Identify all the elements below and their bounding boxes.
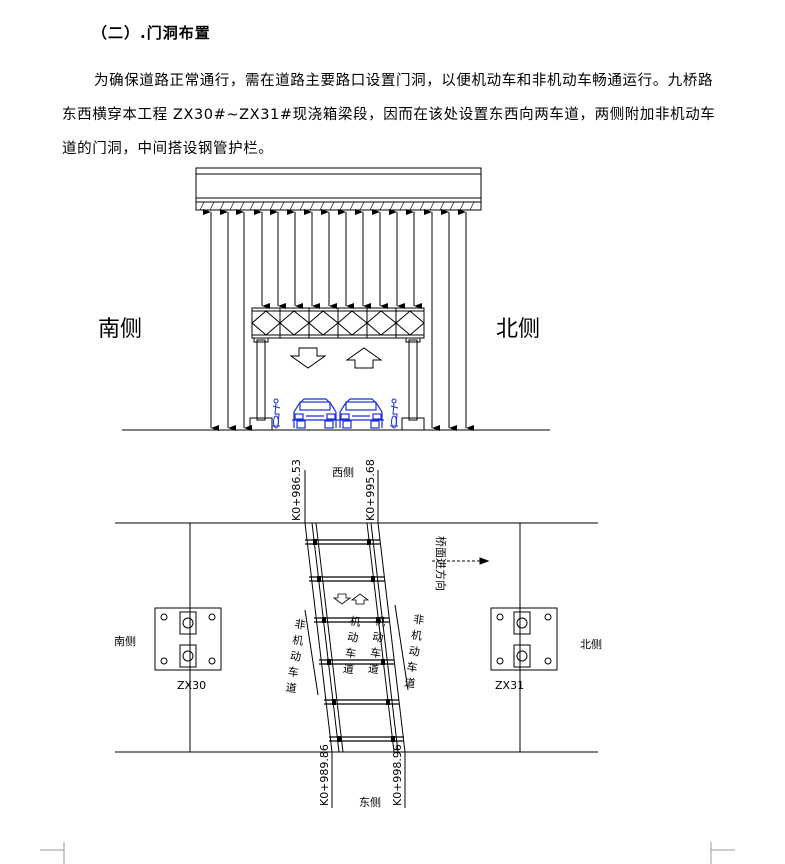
svg-text:非: 非	[294, 618, 307, 632]
bridge-direction-arrow	[432, 557, 490, 565]
scaffold-posts-outer	[203, 209, 474, 431]
plan-west-label: 西侧	[332, 466, 354, 479]
svg-text:动: 动	[408, 644, 421, 658]
svg-text:机: 机	[374, 613, 387, 628]
svg-text:道: 道	[403, 675, 416, 690]
plan-east-label: 东侧	[359, 796, 381, 809]
svg-text:机: 机	[291, 632, 304, 647]
car-icon-right	[338, 398, 384, 429]
skewed-gate-strip	[304, 470, 406, 808]
svg-text:车: 车	[287, 664, 300, 679]
svg-text:动: 动	[372, 630, 385, 644]
nonmotor-lane-left-label: 非 机 动 车 道	[285, 618, 307, 696]
station-bottom-right: K0+998.96	[391, 744, 404, 806]
formwork-hatch	[199, 201, 475, 211]
svg-text:机: 机	[410, 628, 423, 643]
plan-traffic-arrows	[332, 593, 370, 605]
svg-text:车: 车	[344, 645, 357, 660]
svg-text:动: 动	[346, 630, 359, 644]
nonmotor-fence-lines	[304, 604, 409, 696]
plan-north-label: 北侧	[580, 638, 602, 651]
svg-text:车: 车	[369, 645, 382, 660]
scaffold-posts-inner	[254, 209, 422, 309]
steel-truss	[251, 307, 425, 339]
svg-text:车: 车	[406, 659, 419, 674]
cyclist-icon-right	[390, 398, 399, 429]
plan-south-label: 南侧	[114, 635, 136, 648]
elevation-south-label: 南侧	[98, 317, 142, 342]
svg-text:非: 非	[412, 613, 425, 627]
cyclist-icon-left	[272, 398, 281, 429]
svg-text:道: 道	[285, 680, 298, 695]
car-icon-left	[292, 398, 338, 429]
station-top-left: K0+986.53	[290, 459, 303, 521]
svg-text:动: 动	[289, 649, 302, 663]
nonmotor-lane-right-label: 非 机 动 车 道	[403, 613, 425, 691]
pier-zx31	[490, 607, 558, 671]
svg-text:机: 机	[349, 614, 362, 629]
post-markers	[313, 539, 395, 742]
pier-zx31-label: ZX31	[495, 679, 524, 692]
station-bottom-left: K0+989.86	[318, 744, 331, 806]
body-paragraph: 为确保道路正常通行，需在道路主要路口设置门洞，以便机动车和非机动车畅通运行。九桥…	[62, 73, 716, 157]
section-heading: （二）.门洞布置	[92, 24, 211, 42]
svg-text:道: 道	[367, 661, 380, 676]
elevation-north-label: 北侧	[496, 317, 540, 342]
pier-zx30-label: ZX30	[177, 679, 206, 692]
motor-lane-left-label: 机 动 车 道	[342, 614, 362, 677]
traffic-direction-arrows	[289, 347, 383, 369]
motor-lane-right-label: 机 动 车 道	[367, 613, 387, 676]
station-top-right: K0+995.68	[364, 459, 377, 521]
pier-zx30	[154, 607, 222, 671]
svg-text:道: 道	[342, 661, 355, 676]
bridge-direction-text: 桥面进方向	[434, 536, 448, 591]
